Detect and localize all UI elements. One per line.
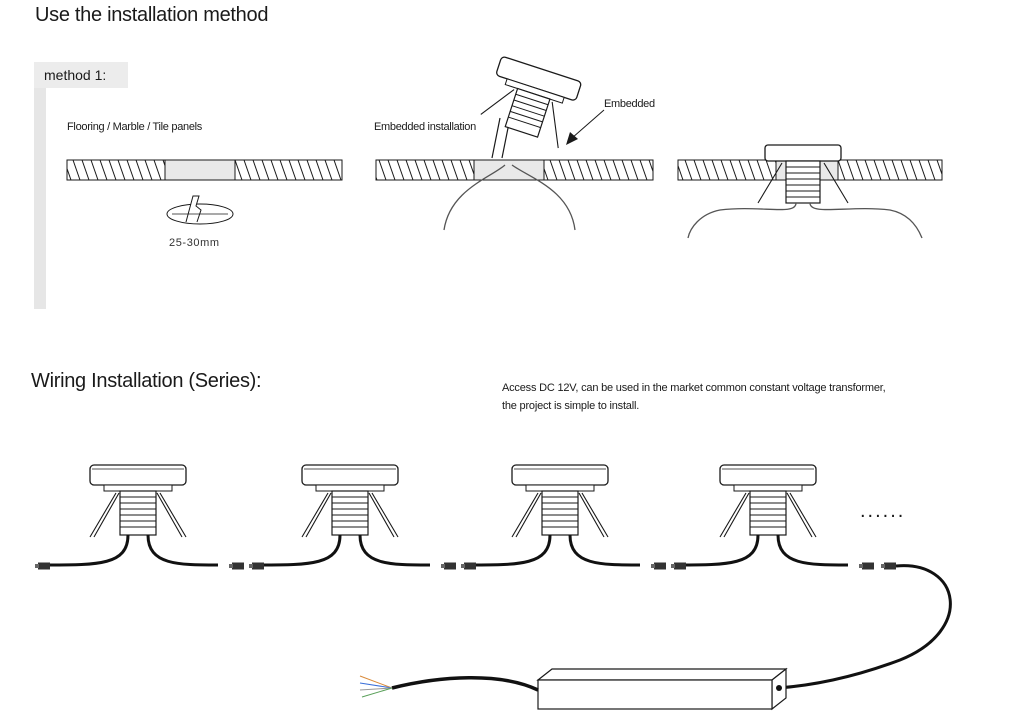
- floor-panel-2: [375, 159, 654, 181]
- drill-hole-icon: [166, 195, 234, 225]
- input-wires: [359, 675, 539, 698]
- method-label: method 1:: [44, 67, 107, 83]
- floor-panel-1: [66, 159, 343, 181]
- continuation-dots: ......: [860, 500, 906, 522]
- supply-cable: [777, 564, 952, 690]
- wiring-note-line1: Access DC 12V, can be used in the market…: [502, 382, 886, 394]
- series-fixture-2: [258, 463, 432, 567]
- hole-size-label: 25-30mm: [169, 237, 220, 249]
- method-label-box: [34, 62, 128, 88]
- flooring-label: Flooring / Marble / Tile panels: [67, 121, 202, 133]
- wiring-title: Wiring Installation (Series):: [31, 370, 262, 392]
- connector-plugs: [35, 562, 896, 570]
- series-fixture-4: [676, 463, 850, 567]
- method-side-bar: [34, 88, 46, 309]
- series-fixture-3: [468, 463, 642, 567]
- page-title: Use the installation method: [35, 4, 269, 26]
- tilted-fixture-icon: [443, 56, 605, 231]
- transformer-icon: [536, 667, 788, 711]
- wiring-note: Access DC 12V, can be used in the market…: [502, 379, 982, 415]
- series-fixture-1: [46, 463, 220, 567]
- embedded-label: Embedded: [604, 98, 655, 110]
- embedded-installation-label: Embedded installation: [374, 121, 476, 133]
- installed-fixture-icon: [687, 144, 923, 239]
- wiring-note-line2: the project is simple to install.: [502, 400, 640, 412]
